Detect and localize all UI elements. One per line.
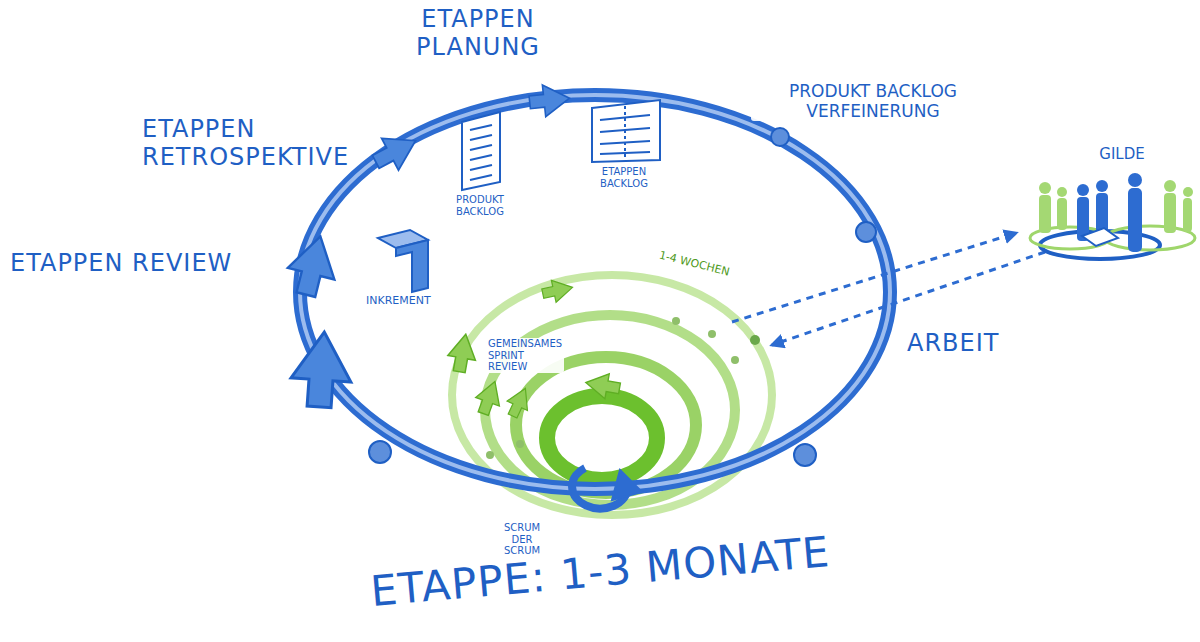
sprint-arrow-part-part	[584, 370, 622, 401]
stage-step-label: ETAPPEN REVIEW	[8, 250, 234, 278]
product-backlog-icon-part	[470, 145, 492, 150]
product-backlog-icon-part	[470, 175, 492, 180]
ring-dot-part	[856, 222, 876, 242]
guild-figures-part-part	[1164, 180, 1176, 192]
guild-figures	[1030, 173, 1195, 259]
product-backlog-icon	[462, 112, 500, 190]
product-backlog-icon-part	[462, 112, 500, 190]
artifact-label: ETAPPEN BACKLOG	[598, 166, 650, 189]
stage-step-label: ETAPPEN PLANUNG	[414, 6, 542, 61]
event-label: SCRUM DER SCRUM	[502, 522, 542, 557]
loop-symbol-part	[612, 470, 642, 500]
guild-figures-part-part	[1096, 180, 1108, 192]
sprint-arrow-part	[502, 384, 535, 421]
sprint-arrow-part	[471, 377, 506, 418]
stage-arrow-part	[289, 330, 354, 409]
stage-backlog-icon	[592, 100, 660, 162]
guild-label: GILDE	[1097, 146, 1146, 163]
sprint-spiral-part	[516, 357, 696, 493]
ring-dot	[369, 128, 876, 466]
product-backlog-icon-part	[470, 155, 492, 160]
guild-figures-part-part	[1128, 173, 1142, 187]
product-backlog-icon-part	[470, 165, 492, 170]
sprint-spiral-part	[486, 451, 494, 459]
stage-backlog-icon-part	[592, 100, 660, 162]
event-label: GEMEINSAMES SPRINT REVIEW	[486, 338, 564, 373]
increment-icon	[378, 230, 428, 292]
sprint-spiral-part	[547, 396, 657, 480]
ring-dot-part	[771, 128, 789, 146]
stage-arrow-part-part	[367, 125, 424, 178]
guild-figures-part-part	[1164, 193, 1176, 233]
product-backlog-icon-part	[470, 135, 492, 140]
guild-figures-part-part	[1183, 198, 1192, 232]
stage-ring-part	[300, 95, 890, 489]
duration-label: 1-4 WOCHEN	[656, 249, 733, 280]
sprint-spiral-part	[731, 356, 739, 364]
guild-figures-part-part	[1057, 198, 1067, 230]
guild-figures-part-part	[1077, 184, 1089, 196]
guild-figures-part	[1039, 180, 1193, 233]
guild-figures-part-part	[1128, 188, 1142, 252]
product-backlog-icon-part	[470, 125, 492, 130]
stage-backlog-icon-part	[624, 106, 626, 160]
stage-ring	[300, 95, 890, 489]
ring-dot-part	[369, 441, 391, 463]
guild-dash-arrow-part	[732, 233, 1016, 322]
stage-arrow-part	[283, 231, 344, 301]
stage-arrow-part	[367, 125, 424, 178]
sprint-arrow-part-part	[540, 276, 574, 304]
guild-figures-part-part	[1096, 193, 1108, 233]
guild-figures-part	[1077, 173, 1142, 252]
artifact-label: PRODUKT BACKLOG	[454, 194, 506, 217]
guild-figures-part-part	[1039, 195, 1051, 233]
artifact-label: INKREMENT	[364, 295, 433, 308]
stage-duration-title: ETAPPE: 1-3 MONATE	[366, 528, 833, 617]
guild-figures-part-part	[1039, 182, 1051, 194]
guild-dash-arrow	[732, 233, 1045, 345]
sprint-arrow-part	[584, 370, 622, 401]
increment-icon-part	[396, 240, 428, 292]
stage-ring-part	[300, 95, 890, 489]
stage-step-label: ETAPPEN RETROSPEKTIVE	[140, 116, 351, 171]
guild-figures-part-part	[1057, 187, 1067, 197]
stage-backlog-icon-part	[600, 152, 650, 154]
loop-symbol	[572, 468, 642, 509]
ring-dot-part	[794, 444, 816, 466]
sprint-arrow-part	[540, 276, 574, 304]
sprint-spiral-part	[516, 440, 524, 448]
stage-arrow-part	[528, 82, 571, 118]
stage-arrow-part-part	[528, 82, 571, 118]
stage-step-label: PRODUKT BACKLOG VERFEINERUNG	[751, 82, 995, 121]
sprint-arrow-part-part	[471, 377, 506, 418]
sprint-spiral-part	[672, 317, 680, 325]
sprint-arrow-part-part	[502, 384, 535, 421]
guild-figures-part	[1082, 228, 1118, 246]
sprint-spiral-part	[708, 330, 716, 338]
stage-step-label: ARBEIT	[905, 330, 1001, 358]
stage-arrow-part-part	[283, 231, 344, 301]
sprint-arrow-part	[445, 332, 479, 374]
stage-arrow-part-part	[289, 330, 354, 409]
sprint-arrow-part-part	[445, 332, 479, 374]
sprint-spiral-part	[750, 335, 760, 345]
guild-figures-part-part	[1183, 187, 1193, 197]
sprint-arrow	[445, 276, 621, 420]
